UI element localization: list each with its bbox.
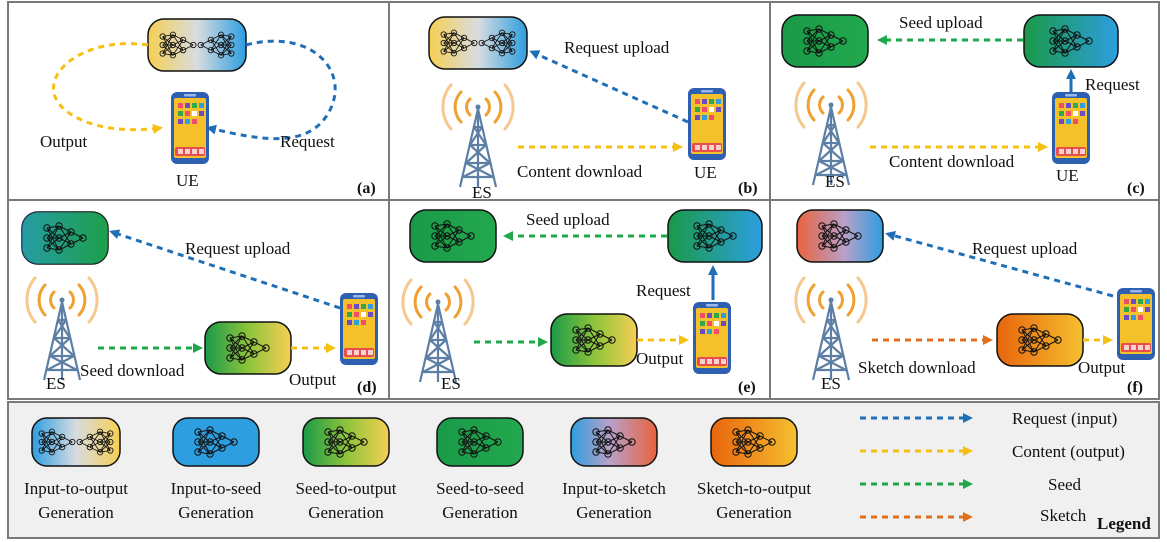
input-to-seed-model-icon: [172, 417, 260, 467]
seed-to-seed-model-icon: [436, 417, 524, 467]
panel-tag: (b): [738, 180, 758, 197]
legend-model-label: Input-to-seed: [171, 479, 262, 498]
label-request: Request: [636, 281, 691, 300]
ue-phone-icon: [688, 88, 726, 160]
panel-e-content: Seed upload Request ES Output (e): [401, 209, 763, 396]
label-output: Output: [289, 370, 337, 389]
label-seed-download: Seed download: [80, 361, 185, 380]
input-to-seed-model-icon: [667, 209, 763, 263]
panel-tag: (a): [357, 180, 376, 197]
input-to-output-model-icon: [428, 16, 528, 70]
label-content-download: Content download: [889, 152, 1015, 171]
input-to-seed-tint: [22, 212, 108, 264]
label-es: ES: [825, 172, 845, 191]
legend-model-label: Seed-to-output: [295, 479, 396, 498]
input-to-sketch-model-icon: [796, 209, 884, 263]
input-to-sketch-model-icon: [570, 417, 658, 467]
label-output: Output: [1078, 358, 1126, 377]
label-request-upload: Request upload: [972, 239, 1078, 258]
ue-phone-icon: [1117, 288, 1155, 360]
sketch-to-output-model-icon: [710, 417, 798, 467]
panel-tag: (d): [357, 379, 377, 396]
sketch-to-output-model-icon: [996, 313, 1084, 367]
label-es: ES: [441, 374, 461, 393]
label-request-upload: Request upload: [564, 38, 670, 57]
legend-model-label: Seed-to-seed: [436, 479, 524, 498]
seed-to-output-model-icon: [204, 321, 292, 375]
legend: Input-to-output Generation Input-to-seed…: [24, 409, 1151, 533]
label-output: Output: [40, 132, 88, 151]
legend-model-label: Input-to-sketch: [562, 479, 666, 498]
legend-model-label: Generation: [716, 503, 792, 522]
legend-title: Legend: [1097, 514, 1151, 533]
label-ue: UE: [176, 171, 199, 190]
panel-d-content: Request upload ES Seed download Output (…: [21, 211, 378, 396]
legend-model-label: Generation: [308, 503, 384, 522]
legend-arrow-label: Content (output): [1012, 442, 1125, 461]
legend-model-label: Generation: [178, 503, 254, 522]
legend-model-label: Generation: [442, 503, 518, 522]
ue-phone-icon: [693, 302, 731, 374]
request-arrow: [206, 39, 337, 141]
panel-tag: (f): [1127, 379, 1143, 396]
panel-f-content: Request upload ES Sketch download Output…: [794, 209, 1155, 396]
legend-model-label: Generation: [576, 503, 652, 522]
panel-c-content: Seed upload Request Content download ES …: [781, 13, 1145, 197]
label-output: Output: [636, 349, 684, 368]
request-upload-arrow: [885, 231, 1114, 298]
panel-b-content: Request upload Content download ES UE (b…: [428, 16, 758, 202]
ue-phone-icon: [340, 293, 378, 365]
label-request-upload: Request upload: [185, 239, 291, 258]
legend-arrow-label: Request (input): [1012, 409, 1117, 428]
seed-to-seed-model-icon: [409, 209, 497, 263]
label-content-download: Content download: [517, 162, 643, 181]
label-es: ES: [46, 374, 66, 393]
panel-a-content: Output Request UE (a): [40, 18, 376, 197]
label-sketch-download: Sketch download: [858, 358, 976, 377]
label-request: Request: [280, 132, 335, 151]
legend-model-label: Input-to-output: [24, 479, 128, 498]
label-seed-upload: Seed upload: [899, 13, 983, 32]
ue-phone-icon: [171, 92, 209, 164]
request-upload-arrow: [109, 229, 341, 310]
legend-arrow-label: Sketch: [1040, 506, 1087, 525]
label-ue: UE: [694, 163, 717, 182]
ue-phone-icon: [1052, 92, 1090, 164]
panel-tag: (c): [1127, 180, 1145, 197]
legend-arrow-label: Seed: [1048, 475, 1082, 494]
seed-to-seed-model-icon: [781, 14, 869, 68]
output-arrow: [52, 42, 163, 134]
legend-model-label: Generation: [38, 503, 114, 522]
label-seed-upload: Seed upload: [526, 210, 610, 229]
label-es: ES: [472, 183, 492, 202]
legend-model-label: Sketch-to-output: [697, 479, 812, 498]
seed-to-output-model-icon: [550, 313, 638, 367]
input-to-seed-model-icon: [1023, 14, 1119, 68]
label-request: Request: [1085, 75, 1140, 94]
panel-tag: (e): [738, 379, 756, 396]
seed-to-output-model-icon: [302, 417, 390, 467]
input-to-output-model-icon: [147, 18, 247, 72]
label-ue: UE: [1056, 166, 1079, 185]
label-es: ES: [821, 374, 841, 393]
